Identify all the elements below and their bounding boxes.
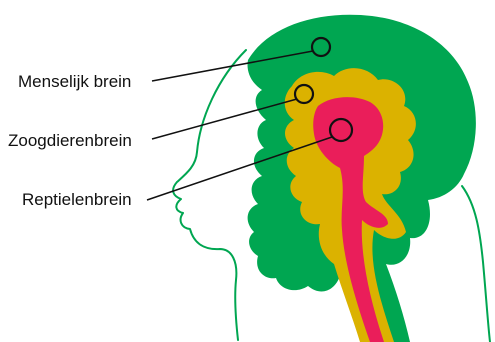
reptile-brain-label: Reptielenbrein — [22, 190, 132, 209]
head-profile-outline — [173, 50, 246, 340]
back-of-neck-outline — [462, 186, 490, 342]
human-brain-label: Menselijk brein — [18, 72, 131, 91]
mammal-brain-label: Zoogdierenbrein — [8, 131, 132, 150]
